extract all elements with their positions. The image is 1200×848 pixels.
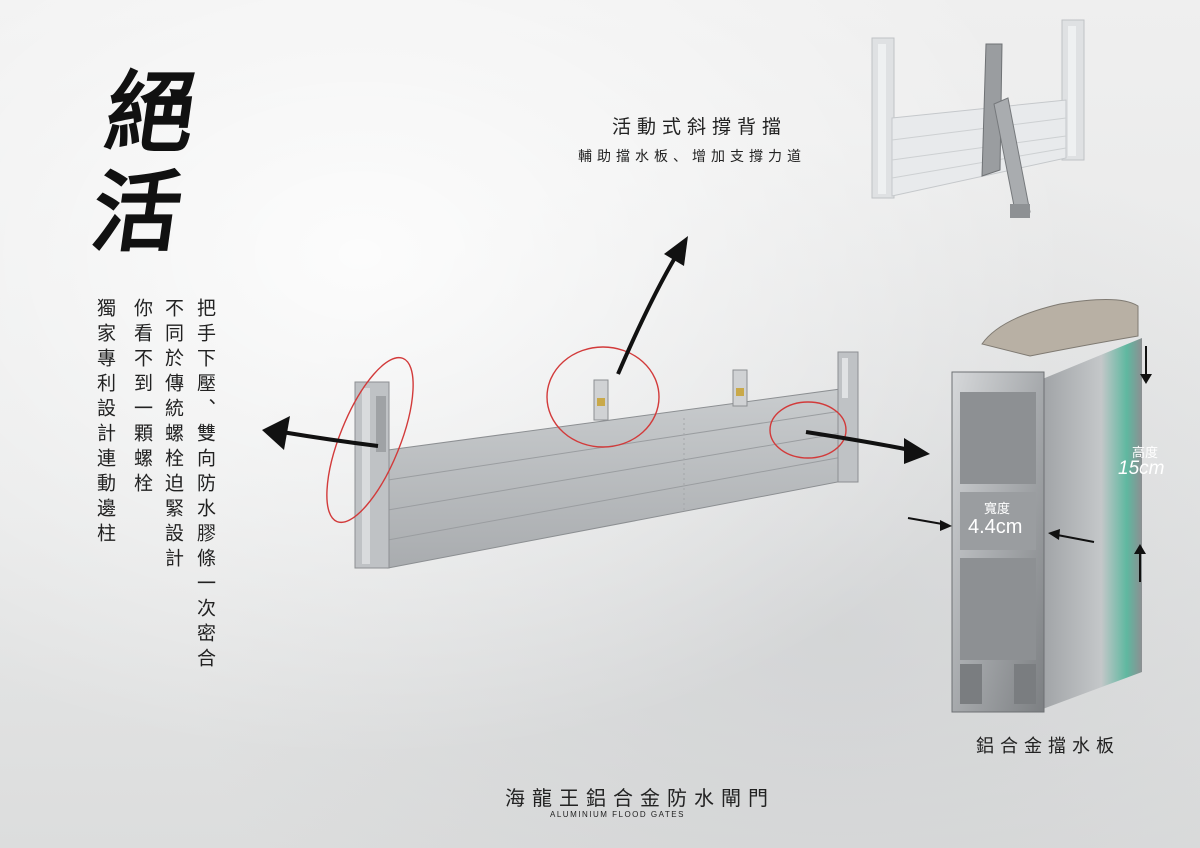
arrow-left-head bbox=[262, 416, 290, 450]
height-value: 15cm bbox=[1118, 458, 1165, 479]
feature-2: 不同於傳統螺栓迫緊設計 bbox=[162, 298, 184, 573]
arrow-right bbox=[805, 430, 911, 452]
red-circle-left-post bbox=[326, 356, 414, 524]
brace-subtitle: 輔助擋水板、增加支撐力道 bbox=[578, 149, 806, 165]
width-label: 寬度 bbox=[984, 501, 1011, 516]
red-circle-seal bbox=[769, 401, 847, 459]
width-value: 4.4cm bbox=[968, 516, 1023, 538]
arrow-up bbox=[616, 254, 678, 375]
arrow-right-head bbox=[904, 438, 930, 464]
footer-title: 海龍王鋁合金防水閘門 bbox=[505, 786, 775, 810]
red-circle-handle bbox=[546, 346, 660, 448]
arrow-left bbox=[281, 430, 379, 448]
brace-title: 活動式斜撐背擋 bbox=[612, 116, 788, 138]
arrow-up-head bbox=[664, 236, 688, 266]
feature-3: 你看不到一顆螺栓 bbox=[131, 298, 153, 498]
feature-4: 獨家專利設計連動邊柱 bbox=[94, 298, 116, 548]
footer-subtitle: ALUMINIUM FLOOD GATES bbox=[550, 810, 685, 819]
profile-caption: 鋁合金擋水板 bbox=[976, 736, 1120, 757]
feature-1: 把手下壓、雙向防水膠條一次密合 bbox=[194, 298, 216, 673]
height-label: 高度 bbox=[1132, 445, 1159, 460]
